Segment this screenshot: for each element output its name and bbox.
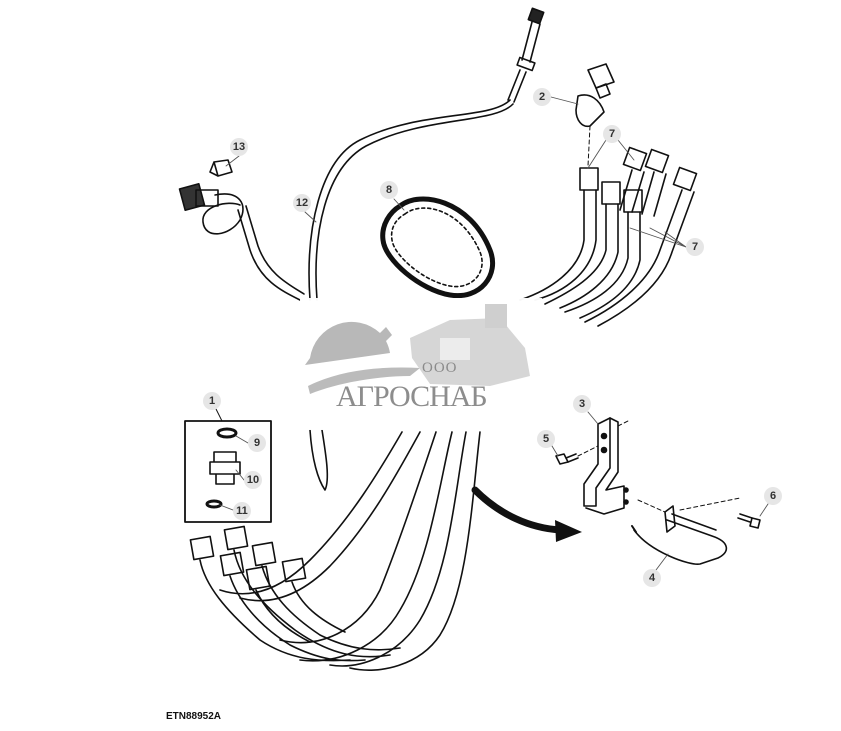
harness-connector bbox=[178, 182, 305, 301]
combine-harvester-logo-icon bbox=[305, 304, 530, 394]
lower-hoses bbox=[189, 429, 481, 671]
watermark-prefix: ООО bbox=[422, 360, 458, 376]
sensor-cable bbox=[308, 7, 545, 301]
callout-3: 3 bbox=[573, 395, 591, 413]
bracket bbox=[583, 417, 631, 515]
upper-hoses bbox=[519, 146, 698, 327]
screw-6 bbox=[737, 513, 761, 529]
screw-5 bbox=[555, 445, 599, 465]
callout-10: 10 bbox=[244, 471, 262, 489]
watermark: ООО АГРОСНАБ bbox=[300, 298, 542, 430]
leader-lines bbox=[219, 96, 769, 571]
fitting-kit-box bbox=[184, 400, 272, 523]
elbow-fitting bbox=[575, 63, 615, 167]
callout-13: 13 bbox=[230, 138, 248, 156]
callout-6: 6 bbox=[764, 487, 782, 505]
callout-11: 11 bbox=[233, 502, 251, 520]
callout-7-upper: 7 bbox=[603, 125, 621, 143]
callout-4: 4 bbox=[643, 569, 661, 587]
callout-9: 9 bbox=[248, 434, 266, 452]
callout-7-lower: 7 bbox=[686, 238, 704, 256]
callout-8: 8 bbox=[380, 181, 398, 199]
direction-arrow bbox=[471, 486, 564, 534]
callout-2: 2 bbox=[533, 88, 551, 106]
callout-12: 12 bbox=[293, 194, 311, 212]
callout-1: 1 bbox=[203, 392, 221, 410]
figure-id-label: ETN88952A bbox=[166, 711, 222, 722]
clip bbox=[209, 159, 233, 177]
hose-wrap bbox=[380, 196, 496, 299]
support-loop bbox=[631, 497, 741, 565]
callout-5: 5 bbox=[537, 430, 555, 448]
watermark-company-name: АГРОСНАБ bbox=[336, 380, 488, 413]
